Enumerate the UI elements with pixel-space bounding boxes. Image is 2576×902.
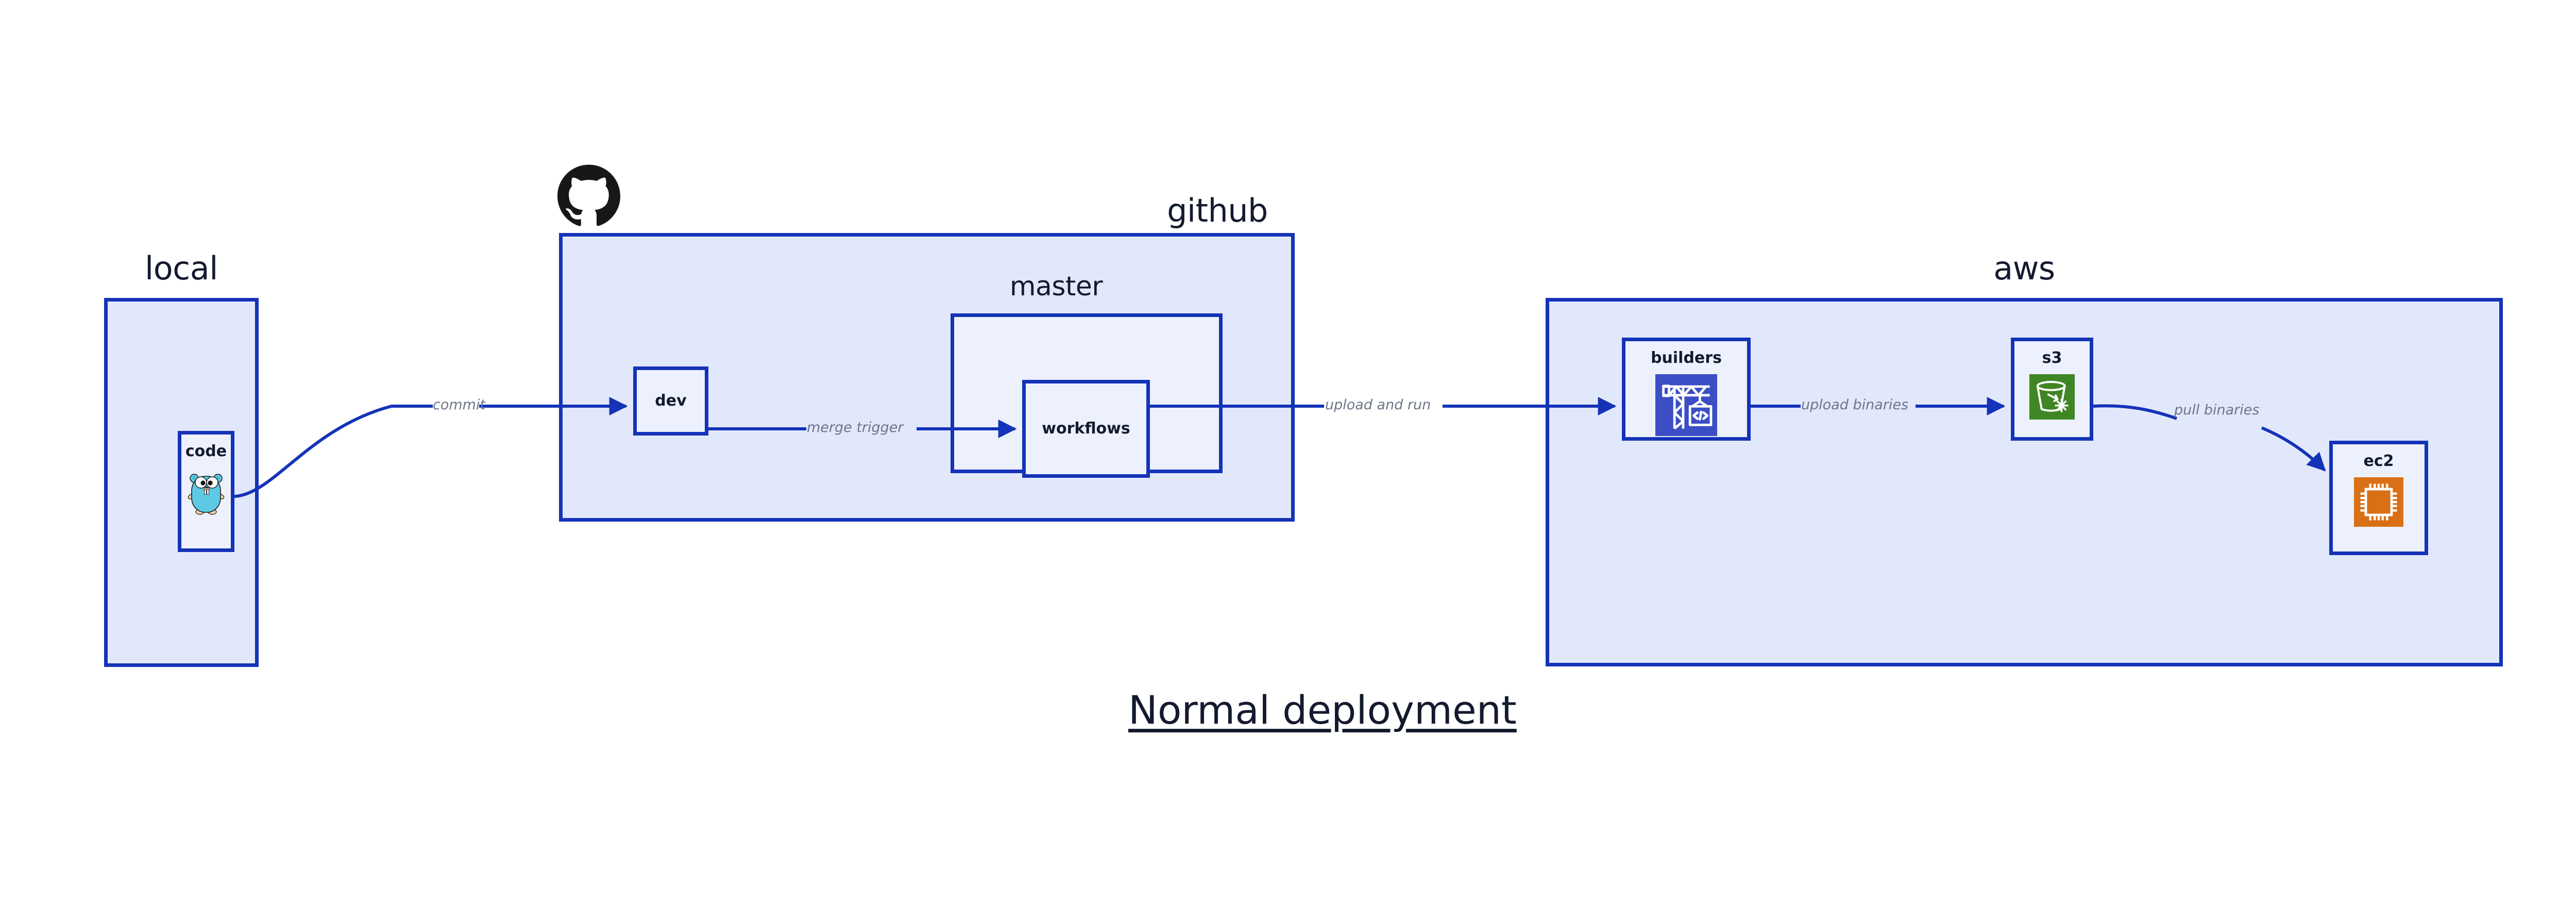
s3-bucket-icon bbox=[2029, 374, 2075, 422]
edge-label-pull-binaries: pull binaries bbox=[2174, 402, 2260, 418]
group-label-github: github bbox=[1167, 192, 1268, 229]
node-label-code: code bbox=[185, 442, 227, 460]
edge-label-upload-and-run: upload and run bbox=[1325, 397, 1431, 413]
cpu-chip-icon bbox=[2354, 477, 2403, 529]
node-label-workflows: workflows bbox=[1042, 420, 1130, 438]
node-s3[interactable]: s3 bbox=[2011, 338, 2093, 441]
node-label-dev: dev bbox=[655, 392, 687, 410]
subgroup-label-master: master bbox=[1009, 271, 1103, 302]
edge-label-commit: commit bbox=[433, 397, 486, 413]
node-label-ec2: ec2 bbox=[2363, 452, 2394, 470]
node-label-builders: builders bbox=[1651, 349, 1722, 367]
node-dev[interactable]: dev bbox=[633, 366, 708, 436]
go-gopher-icon bbox=[188, 467, 225, 517]
node-label-s3: s3 bbox=[2042, 349, 2062, 367]
edge-commit-path bbox=[234, 405, 433, 498]
node-builders[interactable]: builders bbox=[1622, 338, 1751, 441]
crane-code-icon bbox=[1655, 374, 1717, 438]
diagram-title: Normal deployment bbox=[1128, 687, 1517, 733]
node-code[interactable]: code bbox=[178, 431, 234, 552]
group-label-aws: aws bbox=[1993, 249, 2055, 287]
group-label-local: local bbox=[145, 249, 218, 287]
edge-label-merge-trigger: merge trigger bbox=[807, 420, 904, 436]
node-workflows[interactable]: workflows bbox=[1022, 380, 1150, 478]
edge-label-upload-binaries: upload binaries bbox=[1801, 397, 1909, 413]
node-ec2[interactable]: ec2 bbox=[2329, 441, 2428, 555]
github-mark-icon bbox=[557, 164, 620, 227]
